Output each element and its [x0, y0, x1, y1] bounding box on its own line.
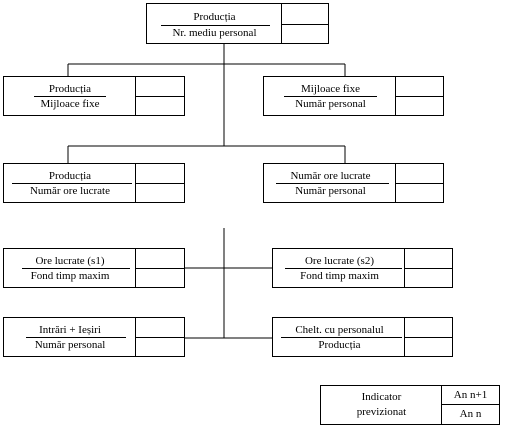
- numerator: Producția: [48, 170, 92, 182]
- denominator: Fond timp maxim: [300, 270, 379, 282]
- denominator: Număr personal: [295, 185, 366, 197]
- denominator: Număr personal: [34, 339, 106, 351]
- denominator: Fond timp maxim: [30, 270, 110, 282]
- denominator: Număr personal: [295, 98, 366, 110]
- numerator: Producția: [48, 83, 92, 95]
- denominator: Producția: [318, 339, 361, 351]
- node-hours-worked-per-personnel: Număr ore lucrate Număr personal: [263, 163, 444, 203]
- numerator: Intrări + Ieșiri: [39, 324, 101, 336]
- node-production-per-hours-worked: Producția Număr ore lucrate: [3, 163, 185, 203]
- legend-box: Indicator previzionat An n+1 An n: [320, 385, 500, 425]
- numerator: Ore lucrate (s1): [35, 255, 105, 267]
- numerator: Mijloace fixe: [301, 83, 360, 95]
- node-hours-worked-s1-per-max-time: Ore lucrate (s1) Fond timp maxim: [3, 248, 185, 288]
- node-fixed-assets-per-personnel: Mijloace fixe Număr personal: [263, 76, 444, 116]
- root-node-productivity: Producția Nr. mediu personal: [146, 3, 329, 44]
- legend-label: Indicator previzionat: [321, 386, 442, 424]
- node-turnover-per-personnel: Intrări + Ieșiri Număr personal: [3, 317, 185, 357]
- root-denominator: Nr. mediu personal: [172, 27, 257, 39]
- legend-label-line2: previzionat: [356, 406, 407, 418]
- legend-label-line1: Indicator: [361, 391, 402, 403]
- node-personnel-costs-per-production: Chelt. cu personalul Producția: [272, 317, 453, 357]
- legend-cell-current-year: An n: [459, 408, 482, 420]
- legend-cell-next-year: An n+1: [442, 386, 499, 405]
- denominator: Număr ore lucrate: [29, 185, 110, 197]
- node-hours-worked-s2-per-max-time: Ore lucrate (s2) Fond timp maxim: [272, 248, 453, 288]
- node-production-per-fixed-assets: Producția Mijloace fixe: [3, 76, 185, 116]
- numerator: Ore lucrate (s2): [304, 255, 375, 267]
- root-numerator: Producția: [193, 11, 236, 23]
- numerator: Chelt. cu personalul: [295, 324, 384, 336]
- numerator: Număr ore lucrate: [290, 170, 371, 182]
- denominator: Mijloace fixe: [40, 98, 100, 110]
